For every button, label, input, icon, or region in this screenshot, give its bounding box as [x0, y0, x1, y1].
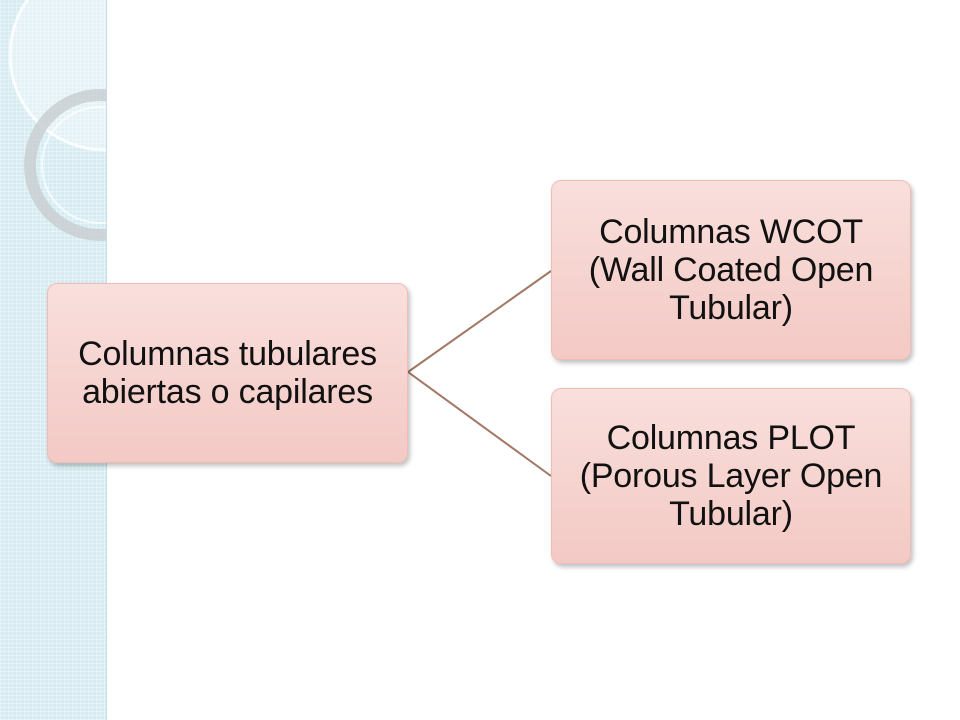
root-node-label: Columnas tubulares abiertas o capilares: [78, 334, 377, 411]
connector-root-to-wcot: [407, 270, 552, 373]
wcot-node-label: Columnas WCOT (Wall Coated Open Tubular): [588, 212, 874, 328]
plot-node: Columnas PLOT (Porous Layer Open Tubular…: [551, 388, 911, 564]
wcot-node: Columnas WCOT (Wall Coated Open Tubular): [551, 180, 911, 360]
connector-root-to-plot: [407, 371, 552, 477]
plot-node-label: Columnas PLOT (Porous Layer Open Tubular…: [579, 418, 883, 534]
decorative-circles-icon: [8, 0, 106, 241]
root-node: Columnas tubulares abiertas o capilares: [47, 283, 408, 463]
